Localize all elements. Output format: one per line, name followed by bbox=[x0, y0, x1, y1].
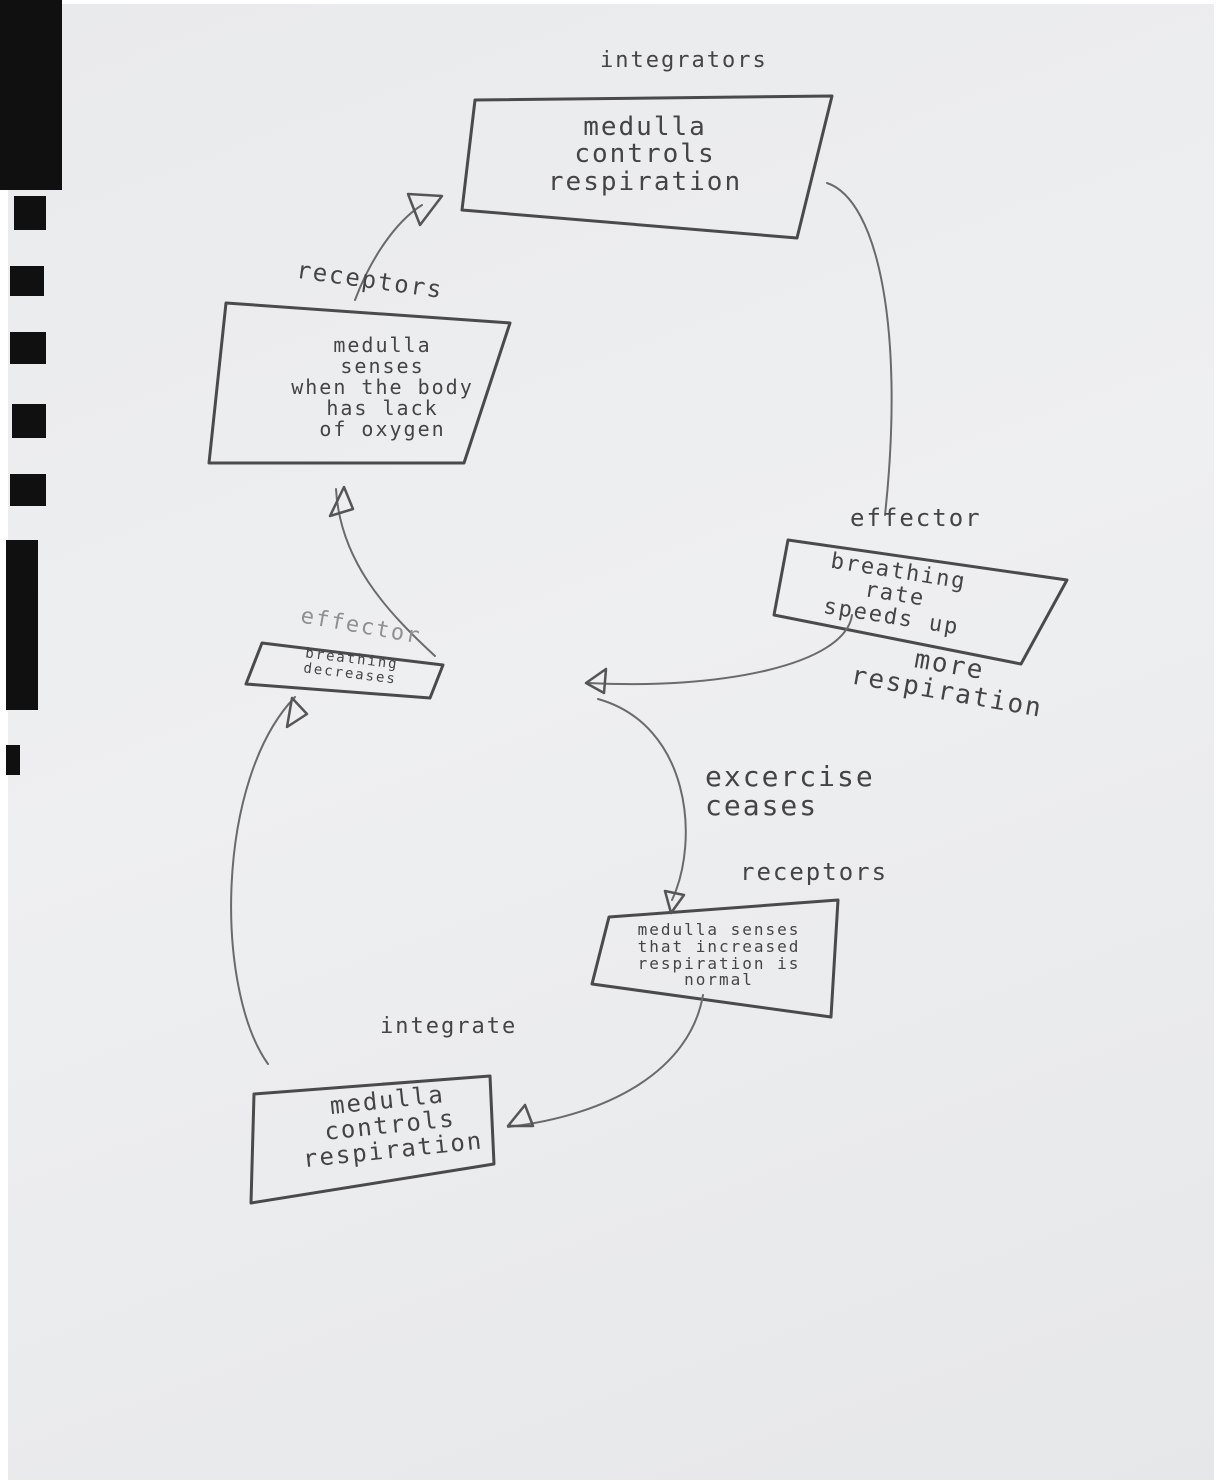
arrow-integrator-to-effector bbox=[826, 182, 893, 516]
box-left-effector bbox=[244, 641, 445, 700]
label-effector-right: effector bbox=[850, 504, 982, 532]
arrow-integrator-to-left-effector bbox=[230, 696, 296, 1065]
arrow-effector-to-center bbox=[587, 614, 853, 686]
arrow-center-to-bottom-receptor bbox=[597, 698, 687, 901]
text-bottom-receptor: medulla senses that increased respiratio… bbox=[637, 920, 801, 990]
binder-holes bbox=[0, 0, 70, 1480]
label-receptors-bottom: receptors bbox=[740, 858, 889, 886]
box-left-receptor bbox=[207, 301, 512, 465]
label-integrators: integrators bbox=[600, 48, 768, 73]
box-bottom-receptor bbox=[590, 898, 840, 1019]
box-right-effector bbox=[772, 538, 1069, 666]
box-bottom-integrator bbox=[249, 1074, 496, 1205]
label-integrate: integrate bbox=[380, 1014, 518, 1039]
box-top-integrator bbox=[460, 94, 834, 240]
paper-sheet bbox=[8, 4, 1214, 1480]
text-left-receptor: medulla senses when the body has lack of… bbox=[291, 333, 474, 441]
arrow-bottom-receptor-to-integrator bbox=[507, 994, 704, 1128]
text-top-integrator: medulla controls respiration bbox=[547, 112, 743, 197]
note-exercise-ceases: excercise ceases bbox=[705, 760, 875, 823]
